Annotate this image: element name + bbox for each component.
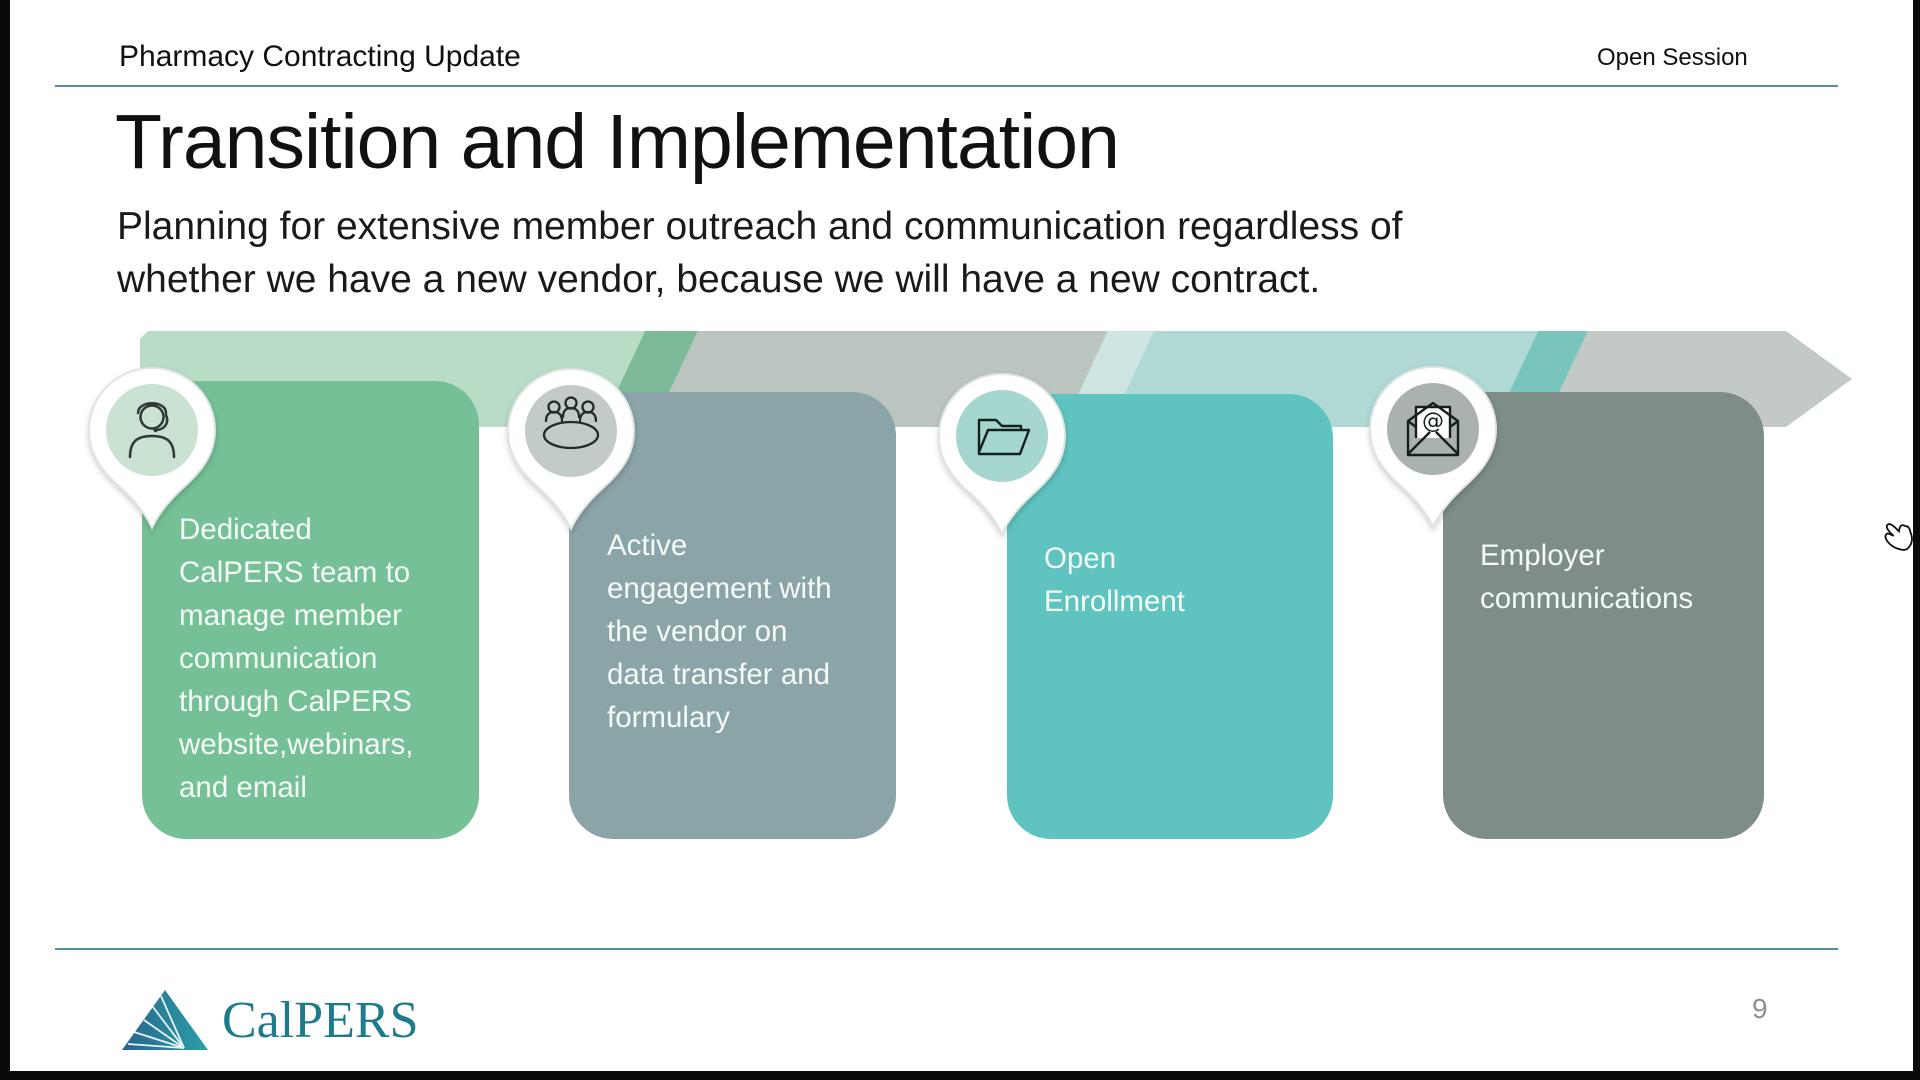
- card-text: Active engagement with the vendor on dat…: [607, 529, 832, 734]
- page-number: 9: [1752, 993, 1768, 1024]
- at-glyph: @: [1422, 409, 1444, 434]
- screen-edge-right: [1913, 0, 1920, 1080]
- open-folder-icon: [977, 418, 1031, 456]
- pin-marker: [87, 366, 217, 531]
- card-employer-communications: [1443, 392, 1764, 839]
- card-text: Employer communications: [1480, 539, 1694, 615]
- calpers-triangle-icon: [122, 990, 208, 1050]
- hand-cursor: [1884, 523, 1913, 551]
- slide-subtitle: Planning for extensive member outreach a…: [117, 205, 1403, 301]
- header-divider: [55, 85, 1838, 87]
- calpers-logo: CalPERS: [122, 990, 419, 1050]
- screen-edge-bottom: [0, 1071, 1920, 1080]
- card-text: Open Enrollment: [1044, 542, 1186, 618]
- calpers-logo-text: CalPERS: [222, 992, 419, 1049]
- envelope-at-icon: @: [1406, 401, 1460, 457]
- headset-person-icon: [128, 402, 176, 459]
- pin-marker: [937, 372, 1067, 537]
- card-open-enrollment: [1007, 394, 1333, 839]
- presentation-header-title: Pharmacy Contracting Update: [119, 40, 521, 73]
- footer-divider: [55, 948, 1838, 950]
- session-label: Open Session: [1597, 44, 1748, 71]
- meeting-table-icon: [542, 396, 600, 450]
- screen-edge-left: [0, 0, 10, 1080]
- pin-inner-circle: [525, 385, 617, 477]
- pin-inner-circle: [106, 384, 198, 476]
- pin-marker: [506, 367, 636, 532]
- pin-marker: @: [1368, 365, 1498, 530]
- card-text: Dedicated CalPERS team to manage member …: [179, 513, 414, 804]
- slide-title: Transition and Implementation: [115, 99, 1120, 185]
- pin-inner-circle: [956, 390, 1048, 482]
